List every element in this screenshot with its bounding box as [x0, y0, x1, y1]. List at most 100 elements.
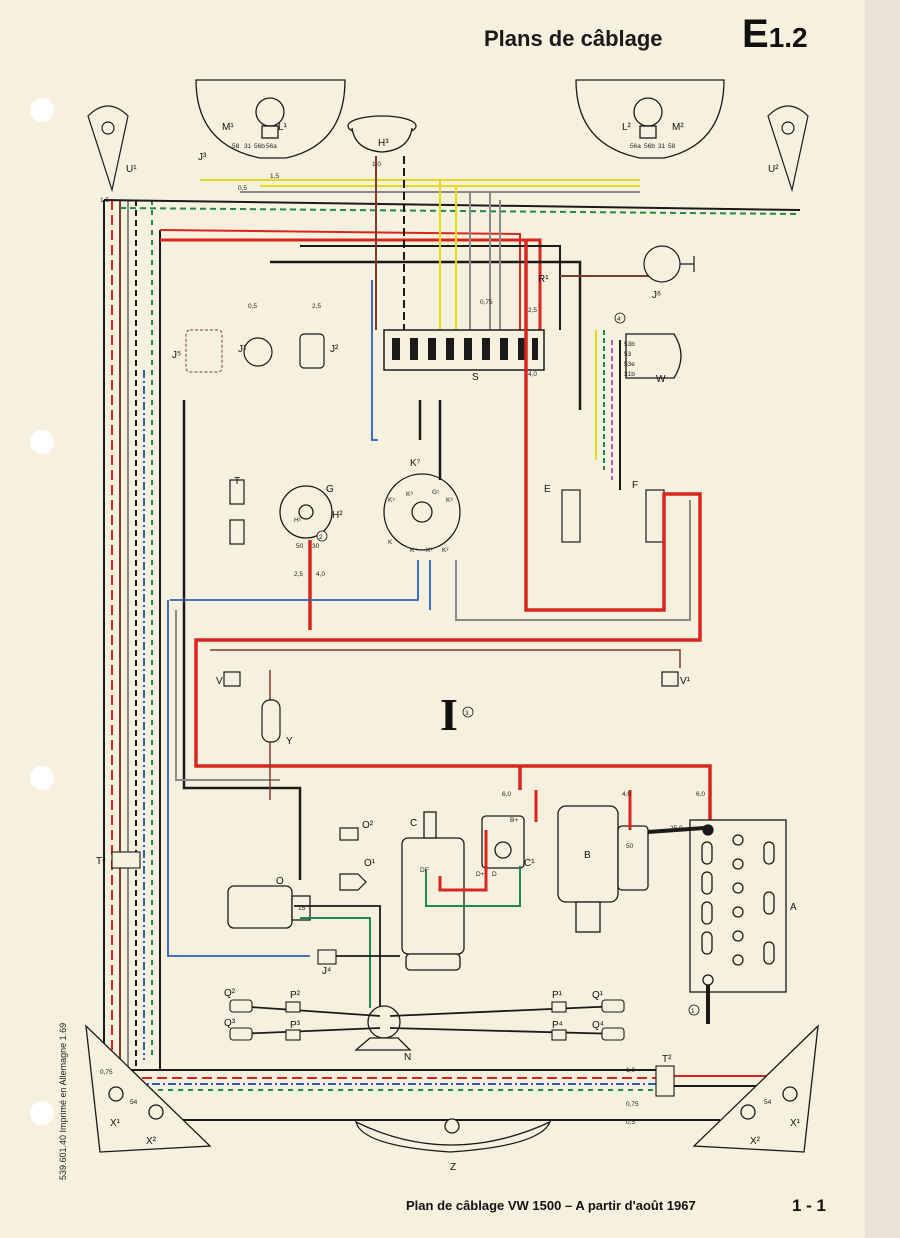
gauge-label: 0,75: [626, 1101, 639, 1108]
label-y: Y: [286, 736, 293, 747]
black-return-loop: [182, 400, 442, 880]
gauge-label: 4,0: [528, 371, 537, 378]
spark-plugs: [229, 999, 625, 1041]
label-a: A: [790, 902, 797, 913]
dimmer-j6: [643, 245, 695, 283]
label-f: F: [632, 480, 638, 491]
gauge-label: 1,0: [626, 1067, 635, 1074]
harness-top: [103, 179, 801, 410]
label-x2-right: X²: [750, 1136, 761, 1147]
callout-1: 1: [691, 1008, 695, 1015]
label-b: B: [584, 850, 591, 861]
terminal-label: 30: [312, 543, 320, 550]
label-k5: K⁵: [388, 497, 395, 504]
harness-vertical-left: [103, 200, 161, 1070]
label-z: Z: [450, 1162, 456, 1173]
red-charge-wires: [438, 790, 632, 892]
turn-switch-f: [645, 489, 665, 543]
brake-switch-y: [261, 699, 281, 743]
horn: [347, 115, 417, 153]
terminal-label: 50: [296, 543, 304, 550]
label-k7: K⁷: [410, 458, 421, 469]
page-edge: [865, 0, 900, 1238]
label-k3: K³: [446, 497, 453, 504]
terminal-label: 31: [244, 143, 252, 150]
temp-sender-o2: [339, 827, 359, 841]
distributor-n: [354, 1005, 412, 1051]
tail-light-left: [85, 1024, 212, 1153]
terminal-label: 53e: [624, 361, 635, 368]
page-number: 1 - 1: [792, 1196, 827, 1215]
label-t: T: [234, 476, 240, 487]
label-g: G: [326, 484, 334, 495]
label-k6: K⁶: [406, 491, 413, 498]
label-n: N: [404, 1052, 411, 1063]
terminal-label: 56b: [254, 143, 265, 150]
terminal-label: 50: [626, 843, 634, 850]
label-x2-left: X²: [146, 1136, 157, 1147]
label-k1: K¹: [426, 547, 433, 554]
reverse-switch-v1: [661, 671, 679, 687]
rear-harness: [104, 1069, 790, 1121]
turn-signal-left: [87, 105, 129, 193]
gauge-label: 1,5: [100, 197, 109, 204]
terminal-label: B+: [510, 817, 518, 824]
generator-c: [401, 811, 465, 971]
blue-dash-wires: [167, 280, 431, 957]
label-p2: P²: [290, 990, 301, 1001]
callout-3: 3: [465, 710, 469, 717]
terminal-label: 54: [764, 1099, 772, 1106]
section-letter: E: [742, 12, 769, 56]
punch-hole: [30, 430, 54, 454]
gauge-label: 2,5: [528, 307, 537, 314]
label-g1: G¹: [432, 489, 440, 496]
label-j2: J²: [330, 344, 339, 355]
print-note: 539.601.40 Imprimé en Allemagne 1.69: [58, 1022, 68, 1180]
label-t3: T³: [96, 856, 106, 867]
terminal-label: 31b: [624, 371, 635, 378]
gauge-label: 0,5: [626, 1119, 635, 1126]
gauge-label: 1,5: [270, 173, 279, 180]
combination-instrument-k: [383, 473, 461, 551]
punch-hole: [30, 766, 54, 790]
page-title: Plans de câblage: [484, 26, 663, 51]
green-coil-wire: [300, 866, 521, 1008]
label-q3: Q³: [224, 1018, 236, 1029]
label-c1: C¹: [524, 858, 535, 869]
callout-numbers: 2 3 4 1: [319, 316, 695, 1015]
label-q1: Q¹: [592, 990, 604, 1001]
label-j6: J⁶: [652, 290, 661, 301]
label-h3: H³: [378, 138, 389, 149]
label-s: S: [472, 372, 479, 383]
label-o: O: [276, 876, 284, 887]
label-c: C: [410, 818, 417, 829]
terminal-label: D+: [476, 871, 485, 878]
terminal-label: 53b: [624, 341, 635, 348]
regulator-c1: [481, 815, 525, 869]
label-p4: P⁴: [552, 1020, 563, 1031]
label-j4: J⁴: [322, 966, 331, 977]
label-p1: P¹: [552, 990, 563, 1001]
label-q2: Q²: [224, 988, 236, 999]
ignition-coil-o: [227, 885, 311, 929]
ignition-switch-t: [229, 479, 245, 545]
tail-light-right: [692, 1024, 819, 1153]
terminal-label: 53: [624, 351, 632, 358]
terminal-label: 31: [658, 143, 666, 150]
fuse-box: [383, 329, 545, 371]
grey-lower-loop: [175, 500, 691, 781]
gauge-label: 6,0: [502, 791, 511, 798]
battery-cable: [647, 826, 710, 1024]
label-x1-left: X¹: [110, 1118, 121, 1129]
component-labels: M¹ L¹ L² M² H³ U¹ U² J³ J⁶ J⁵ J¹ J² R¹ S…: [96, 122, 801, 1173]
relay-j5: [185, 329, 223, 373]
connector-t2: [655, 1065, 675, 1097]
label-p3: P³: [290, 1020, 301, 1031]
terminal-label: 58: [232, 143, 240, 150]
label-x1-right: X¹: [790, 1118, 801, 1129]
headlight-right: [575, 79, 725, 159]
gauge-label: 0,5: [248, 303, 257, 310]
punch-hole: [30, 98, 54, 122]
red-main-loop: [194, 240, 712, 830]
label-o2: O²: [362, 820, 374, 831]
